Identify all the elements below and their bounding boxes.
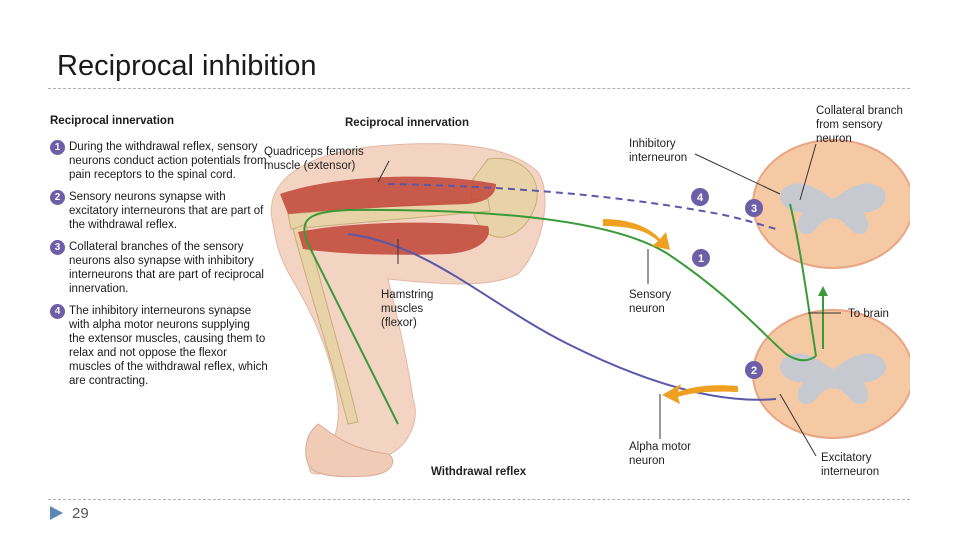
collateral-label-1: Collateral branch	[816, 105, 903, 117]
foot	[305, 423, 394, 478]
step-4: 4 The inhibitory interneurons synapse wi…	[48, 304, 268, 388]
step-badge: 2	[50, 190, 65, 205]
afferent-direction-arrow	[603, 219, 670, 250]
quadriceps-label-2: muscle (extensor)	[264, 160, 356, 172]
grey-matter-lower	[780, 353, 886, 404]
step-text: Sensory neurons synapse with excitatory …	[69, 191, 264, 231]
slide-title: Reciprocal inhibition	[57, 50, 317, 82]
withdrawal-label: Withdrawal reflex	[431, 466, 527, 478]
step-1: 1 During the withdrawal reflex, sensory …	[48, 140, 268, 182]
sensory-label-1: Sensory	[629, 289, 671, 301]
hamstring-label-3: (flexor)	[381, 317, 417, 329]
motor-neuron-extensor	[387, 183, 777, 230]
efferent-direction-arrow	[662, 384, 738, 404]
badge-3: 3	[751, 203, 757, 215]
excitatory-label-2: interneuron	[821, 466, 879, 478]
sensory-label-2: neuron	[629, 303, 665, 315]
hamstring-label-2: muscles	[381, 303, 423, 315]
hamstring-muscle	[298, 222, 489, 255]
to-brain-arrowhead	[818, 286, 828, 296]
to-brain-label: To brain	[848, 308, 889, 320]
step-text: The inhibitory interneurons synapse with…	[69, 305, 268, 387]
step-badge: 4	[50, 304, 65, 319]
excitatory-label-1: Excitatory	[821, 452, 872, 464]
badge-4: 4	[697, 192, 704, 204]
step-3: 3 Collateral branches of the sensory neu…	[48, 240, 268, 296]
hamstring-label-1: Hamstring	[381, 289, 433, 301]
inhibitory-label-1: Inhibitory	[629, 138, 676, 150]
badge-2: 2	[751, 365, 757, 377]
quadriceps-label-1: Quadriceps femoris	[264, 146, 364, 158]
footer-divider	[48, 499, 910, 500]
reciprocal-inhibition-diagram: 4 3 1 2 Reciprocal innervation Quadricep…	[264, 105, 910, 478]
tibia-bone	[292, 223, 359, 425]
triangle-bullet-icon	[50, 506, 63, 520]
step-2: 2 Sensory neurons synapse with excitator…	[48, 190, 268, 232]
step-text: During the withdrawal reflex, sensory ne…	[69, 141, 267, 181]
title-divider	[48, 88, 910, 89]
page-number: 29	[72, 505, 89, 522]
alpha-label-1: Alpha motor	[629, 441, 691, 453]
collateral-label-3: neuron	[816, 133, 852, 145]
sensory-neuron-path	[303, 208, 817, 425]
step-badge: 1	[50, 140, 65, 155]
inhibitory-label-2: interneuron	[629, 152, 687, 164]
step-list: Reciprocal innervation 1 During the with…	[48, 110, 268, 396]
step-badge: 3	[50, 240, 65, 255]
badge-1: 1	[698, 253, 704, 265]
alpha-label-2: neuron	[629, 455, 665, 467]
left-heading: Reciprocal innervation	[50, 115, 174, 127]
step-text: Collateral branches of the sensory neuro…	[69, 241, 264, 295]
sensory-collateral-branch	[789, 203, 817, 357]
grey-matter-upper	[780, 183, 886, 234]
collateral-label-2: from sensory	[816, 119, 883, 131]
motor-neuron-flexor	[347, 233, 777, 401]
center-heading: Reciprocal innervation	[345, 117, 469, 129]
